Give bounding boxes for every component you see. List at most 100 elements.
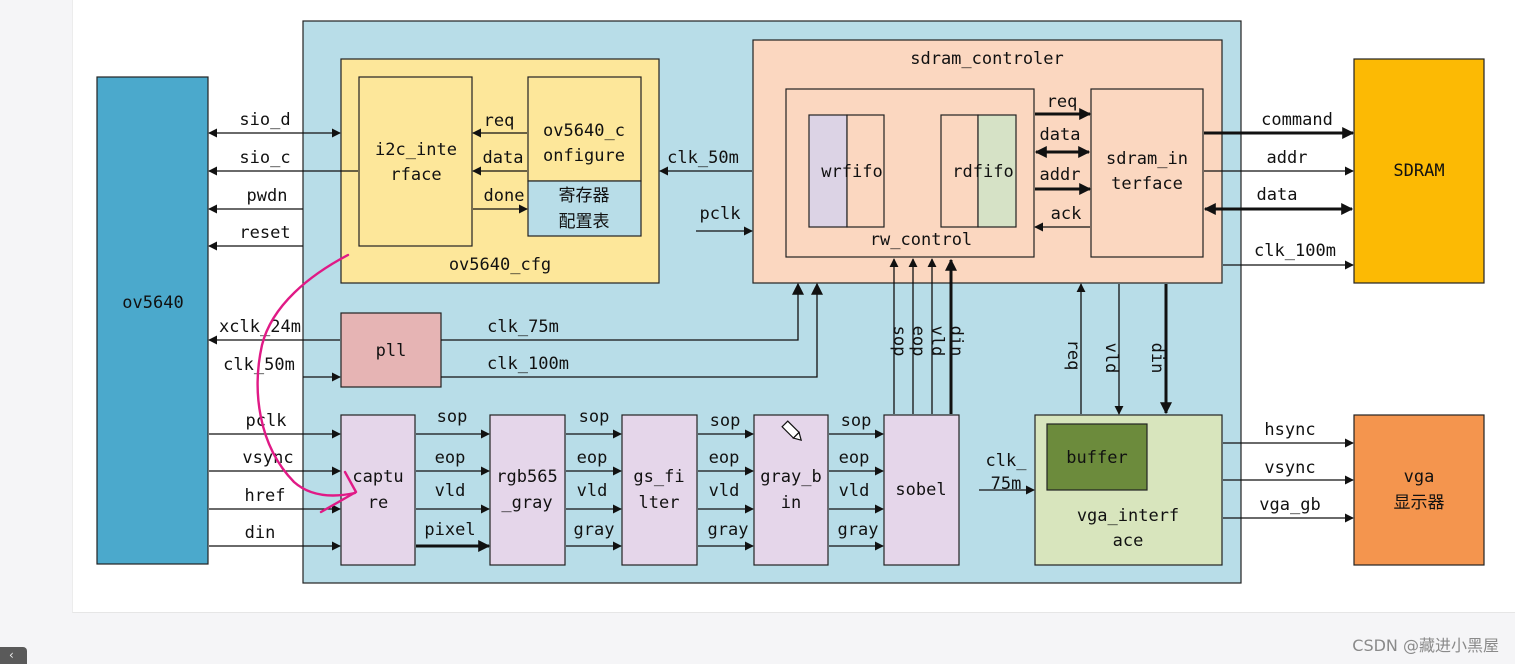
clk-100m-wire bbox=[441, 282, 823, 378]
i2c-interface-label-1: i2c_inte bbox=[375, 140, 457, 160]
cap-pixel-label: pixel bbox=[424, 520, 475, 540]
vga-vld-label: vld bbox=[1101, 343, 1121, 374]
rw-addr-label: addr bbox=[1040, 165, 1081, 185]
vga-clk-75m-label-1: clk_ bbox=[986, 451, 1028, 471]
vga-display-label-1: vga bbox=[1404, 467, 1435, 487]
cap-vld-label: vld bbox=[435, 481, 466, 501]
ov5640-cfg-label: ov5640_cfg bbox=[449, 255, 551, 275]
rw-data-label: data bbox=[1040, 125, 1081, 145]
ov5640-configure-box bbox=[527, 76, 642, 182]
ov5640-sensor-box bbox=[96, 76, 209, 565]
gs-eop-label: eop bbox=[709, 448, 740, 468]
rgb-gray-label: gray bbox=[574, 520, 615, 540]
gs-gray-label: gray bbox=[708, 520, 749, 540]
ov5640-configure-label-1: ov5640_c bbox=[543, 121, 625, 141]
sobel-box bbox=[883, 414, 960, 566]
pwdn-label: pwdn bbox=[247, 186, 288, 206]
done-label: done bbox=[484, 186, 525, 206]
clk-75m-label: clk_75m bbox=[487, 317, 559, 337]
vsync-out-label: vsync bbox=[1264, 458, 1315, 478]
xclk-24m-label: xclk_24m bbox=[219, 317, 301, 337]
command-label: command bbox=[1261, 110, 1333, 130]
rdfifo-right-box bbox=[977, 114, 1017, 228]
annotation-arrowhead bbox=[319, 470, 358, 514]
gray-bin-box bbox=[753, 414, 829, 566]
sio-c-label: sio_c bbox=[239, 148, 290, 168]
pll-label: pll bbox=[376, 341, 407, 361]
gray-bin-label-1: gray_b bbox=[760, 467, 821, 487]
gs-filter-box bbox=[621, 414, 698, 566]
vga-interface-label-1: vga_interf bbox=[1077, 506, 1179, 526]
rdfifo-label: rdfifo bbox=[952, 162, 1013, 182]
ov5640-configure-label-2: onfigure bbox=[543, 146, 625, 166]
sdram-interface-box bbox=[1090, 88, 1204, 258]
vga-clk-75m-label-2: 75m bbox=[991, 474, 1022, 494]
reset-label: reset bbox=[239, 223, 290, 243]
hsync-label: hsync bbox=[1264, 420, 1315, 440]
chevron-left-icon: ‹ bbox=[9, 648, 14, 662]
rgb565-gray-label-2: _gray bbox=[501, 493, 552, 513]
gs-vld-label: vld bbox=[709, 481, 740, 501]
annotation-curve bbox=[256, 253, 357, 497]
vga-req-label: req bbox=[1063, 340, 1083, 371]
ctrl-pclk-label: pclk bbox=[700, 204, 741, 224]
capture-label-1: captu bbox=[352, 467, 403, 487]
req-label: req bbox=[484, 111, 515, 131]
cap-sop-label: sop bbox=[437, 407, 468, 427]
sobel-din-label: din bbox=[946, 326, 966, 357]
rw-control-label: rw_control bbox=[870, 230, 972, 250]
vga-interface-label-2: ace bbox=[1113, 531, 1144, 551]
rw-ack-label: ack bbox=[1051, 204, 1082, 224]
sobel-eop-label: eop bbox=[908, 326, 928, 357]
sdram-interface-label-2: terface bbox=[1111, 174, 1183, 194]
gb-gray-label: gray bbox=[838, 520, 879, 540]
sdram-controler-label: sdram_controler bbox=[910, 49, 1064, 69]
rgb565-gray-label-1: rgb565 bbox=[496, 467, 557, 487]
sobel-sop-label: sop bbox=[889, 326, 909, 357]
gb-sop-label: sop bbox=[841, 411, 872, 431]
corner-collapse-button[interactable]: ‹ bbox=[0, 647, 27, 664]
vga-gb-label: vga_gb bbox=[1259, 495, 1320, 515]
cap-eop-label: eop bbox=[435, 448, 466, 468]
href-label: href bbox=[245, 486, 286, 506]
watermark: CSDN @藏进小黑屋 bbox=[1352, 636, 1499, 655]
din-in-label: din bbox=[245, 523, 276, 543]
sdram-chip-label: SDRAM bbox=[1393, 161, 1444, 181]
sdram-clk-100m-label: clk_100m bbox=[1254, 241, 1336, 261]
sdram-interface-label-1: sdram_in bbox=[1106, 149, 1188, 169]
gs-sop-label: sop bbox=[710, 411, 741, 431]
i2c-interface-label-2: rface bbox=[390, 165, 441, 185]
sobel-vld-label: vld bbox=[927, 326, 947, 357]
buffer-box bbox=[1046, 423, 1148, 491]
buffer-label: buffer bbox=[1066, 448, 1127, 468]
rw-req-label: req bbox=[1047, 92, 1078, 112]
gb-vld-label: vld bbox=[839, 481, 870, 501]
register-table-label-1: 寄存器 bbox=[559, 186, 610, 206]
rgb-sop-label: sop bbox=[579, 407, 610, 427]
rgb565-gray-box bbox=[489, 414, 566, 566]
ov5640-label: ov5640 bbox=[122, 293, 183, 313]
wrfifo-left-box bbox=[808, 114, 848, 228]
vga-display-label-2: 显示器 bbox=[1394, 493, 1445, 513]
wrfifo-label: wrfifo bbox=[821, 162, 882, 182]
cfg-clk-50m-label: clk_50m bbox=[667, 148, 739, 168]
pll-box bbox=[340, 312, 442, 388]
clk-100m-label: clk_100m bbox=[487, 354, 569, 374]
addr-label: addr bbox=[1267, 148, 1308, 168]
rgb-vld-label: vld bbox=[577, 481, 608, 501]
vga-din-label: din bbox=[1147, 343, 1167, 374]
capture-box bbox=[340, 414, 416, 566]
gb-eop-label: eop bbox=[839, 448, 870, 468]
gray-bin-label-2: in bbox=[781, 493, 801, 513]
sobel-label: sobel bbox=[895, 480, 946, 500]
pencil-cursor-icon bbox=[781, 420, 803, 442]
capture-label-2: re bbox=[368, 493, 388, 513]
clk-75m-wire bbox=[441, 282, 804, 341]
wrfifo-right-box bbox=[846, 114, 885, 228]
vsync-in-label: vsync bbox=[242, 448, 293, 468]
gs-filter-label-2: lter bbox=[639, 493, 680, 513]
rdfifo-left-box bbox=[940, 114, 979, 228]
rgb-eop-label: eop bbox=[577, 448, 608, 468]
pclk-label: pclk bbox=[246, 411, 287, 431]
